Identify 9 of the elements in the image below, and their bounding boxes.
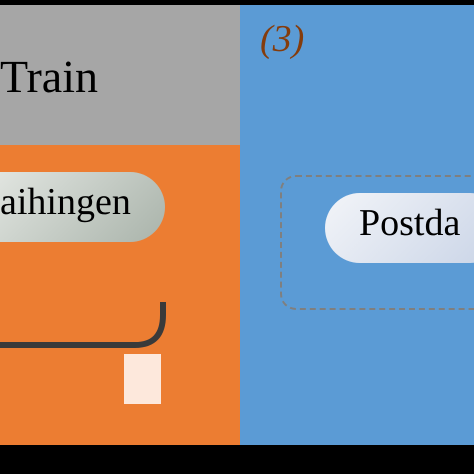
dashed-region [280,175,474,310]
panel-number: (3) [260,17,304,61]
panel-background [240,5,474,445]
label-text: Postda [359,201,460,245]
location-pill [325,193,474,263]
location-pill [0,172,165,242]
header-band [0,5,240,145]
label-text: aihingen [0,180,131,224]
label-text: Train [0,50,98,103]
